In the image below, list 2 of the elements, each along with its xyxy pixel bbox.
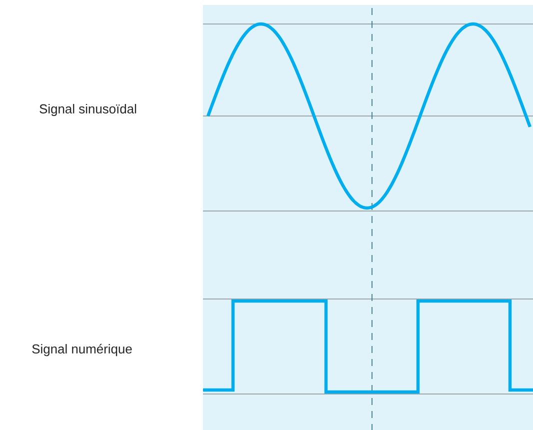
signal-label: Signal sinusoïdal	[40, 104, 136, 116]
signal-label: Signal numérique	[32, 344, 132, 356]
